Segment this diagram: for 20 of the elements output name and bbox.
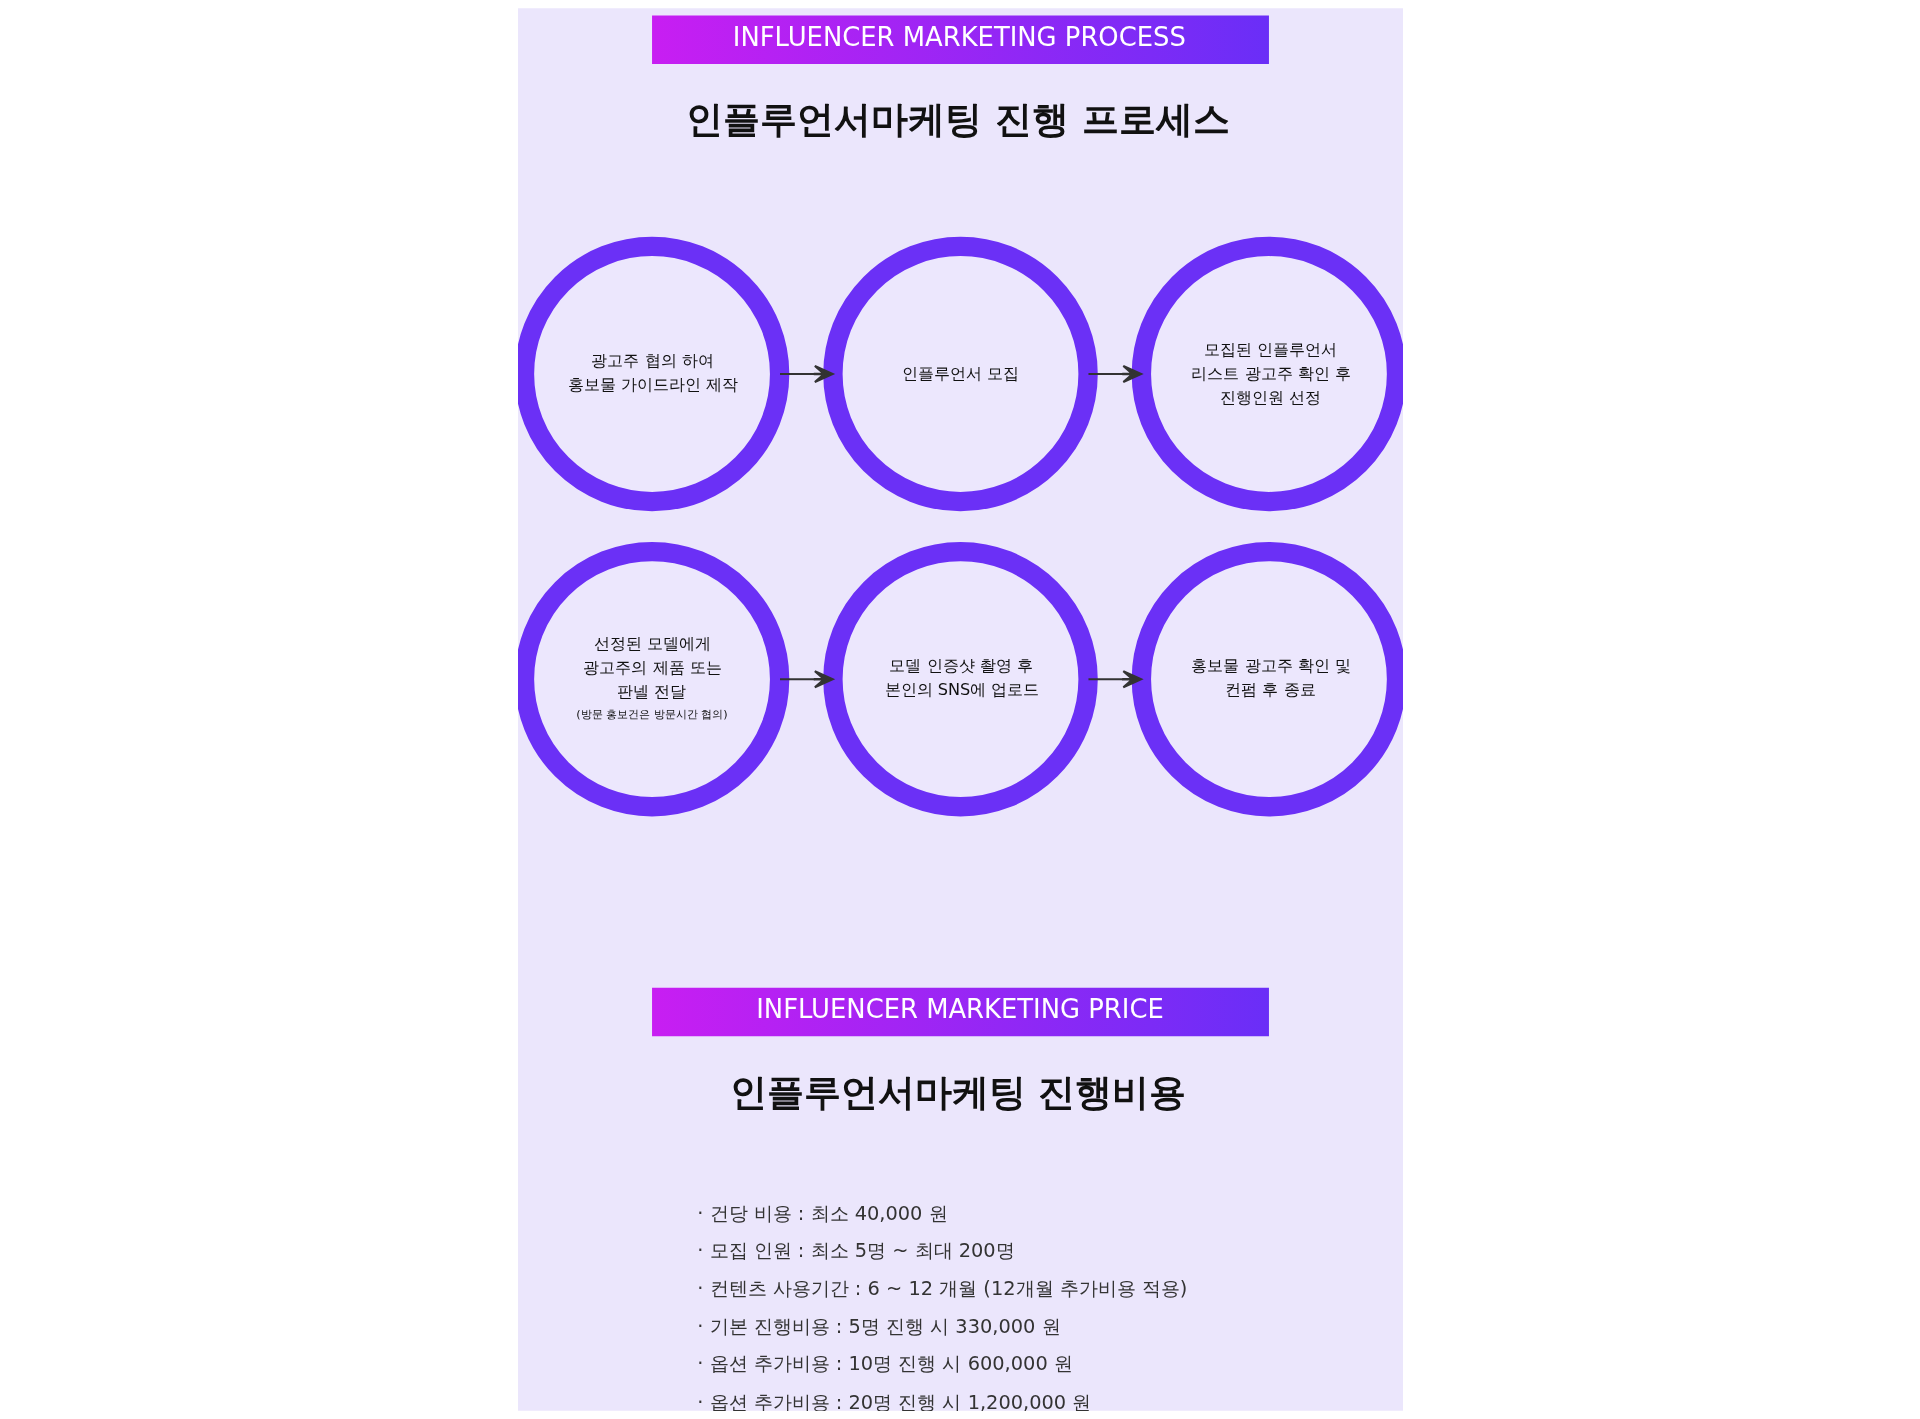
label: · 옵션 추가비용 : 10명 진행 시 600,000 원 <box>696 1351 1073 1375</box>
arrow <box>779 670 834 689</box>
node-box: INFLUENCER MARKETING PROCESS <box>651 15 1269 64</box>
node-circle: 홍보물 광고주 확인 및 컨펌 후 종료 <box>1131 541 1403 817</box>
arrow <box>1087 670 1142 689</box>
node-circle: 광고주 협의 하여 홍보물 가이드라인 제작 <box>517 236 789 512</box>
node-circle: 선정된 모델에게 광고주의 제품 또는 판넬 전달 (방문 홍보건은 방문시간 협의) <box>517 541 789 817</box>
node-circle: 모집된 인플루언서 리스트 광고주 확인 후 진행인원 선정 <box>1131 236 1403 512</box>
label: 인플루언서마케팅 진행비용 <box>729 1070 1186 1114</box>
node-box: INFLUENCER MARKETING PRICE <box>651 987 1269 1037</box>
arrow <box>1087 364 1142 384</box>
node-circle: 모델 인증샷 촬영 후 본인의 SNS에 업로드 <box>822 541 1098 817</box>
arrow <box>779 364 834 384</box>
label: · 모집 인원 : 최소 5명 ~ 최대 200명 <box>696 1238 1015 1262</box>
label: · 컨텐츠 사용기간 : 6 ~ 12 개월 (12개월 추가비용 적용) <box>696 1277 1187 1301</box>
label: 인플루언서마케팅 진행 프로세스 <box>685 98 1230 142</box>
node-circle: 인플루언서 모집 <box>822 236 1098 512</box>
label: · 기본 진행비용 : 5명 진행 시 330,000 원 <box>696 1314 1061 1338</box>
label: · 옵션 추가비용 : 20명 진행 시 1,200,000 원 <box>696 1390 1091 1414</box>
label: · 건당 비용 : 최소 40,000 원 <box>696 1201 948 1225</box>
